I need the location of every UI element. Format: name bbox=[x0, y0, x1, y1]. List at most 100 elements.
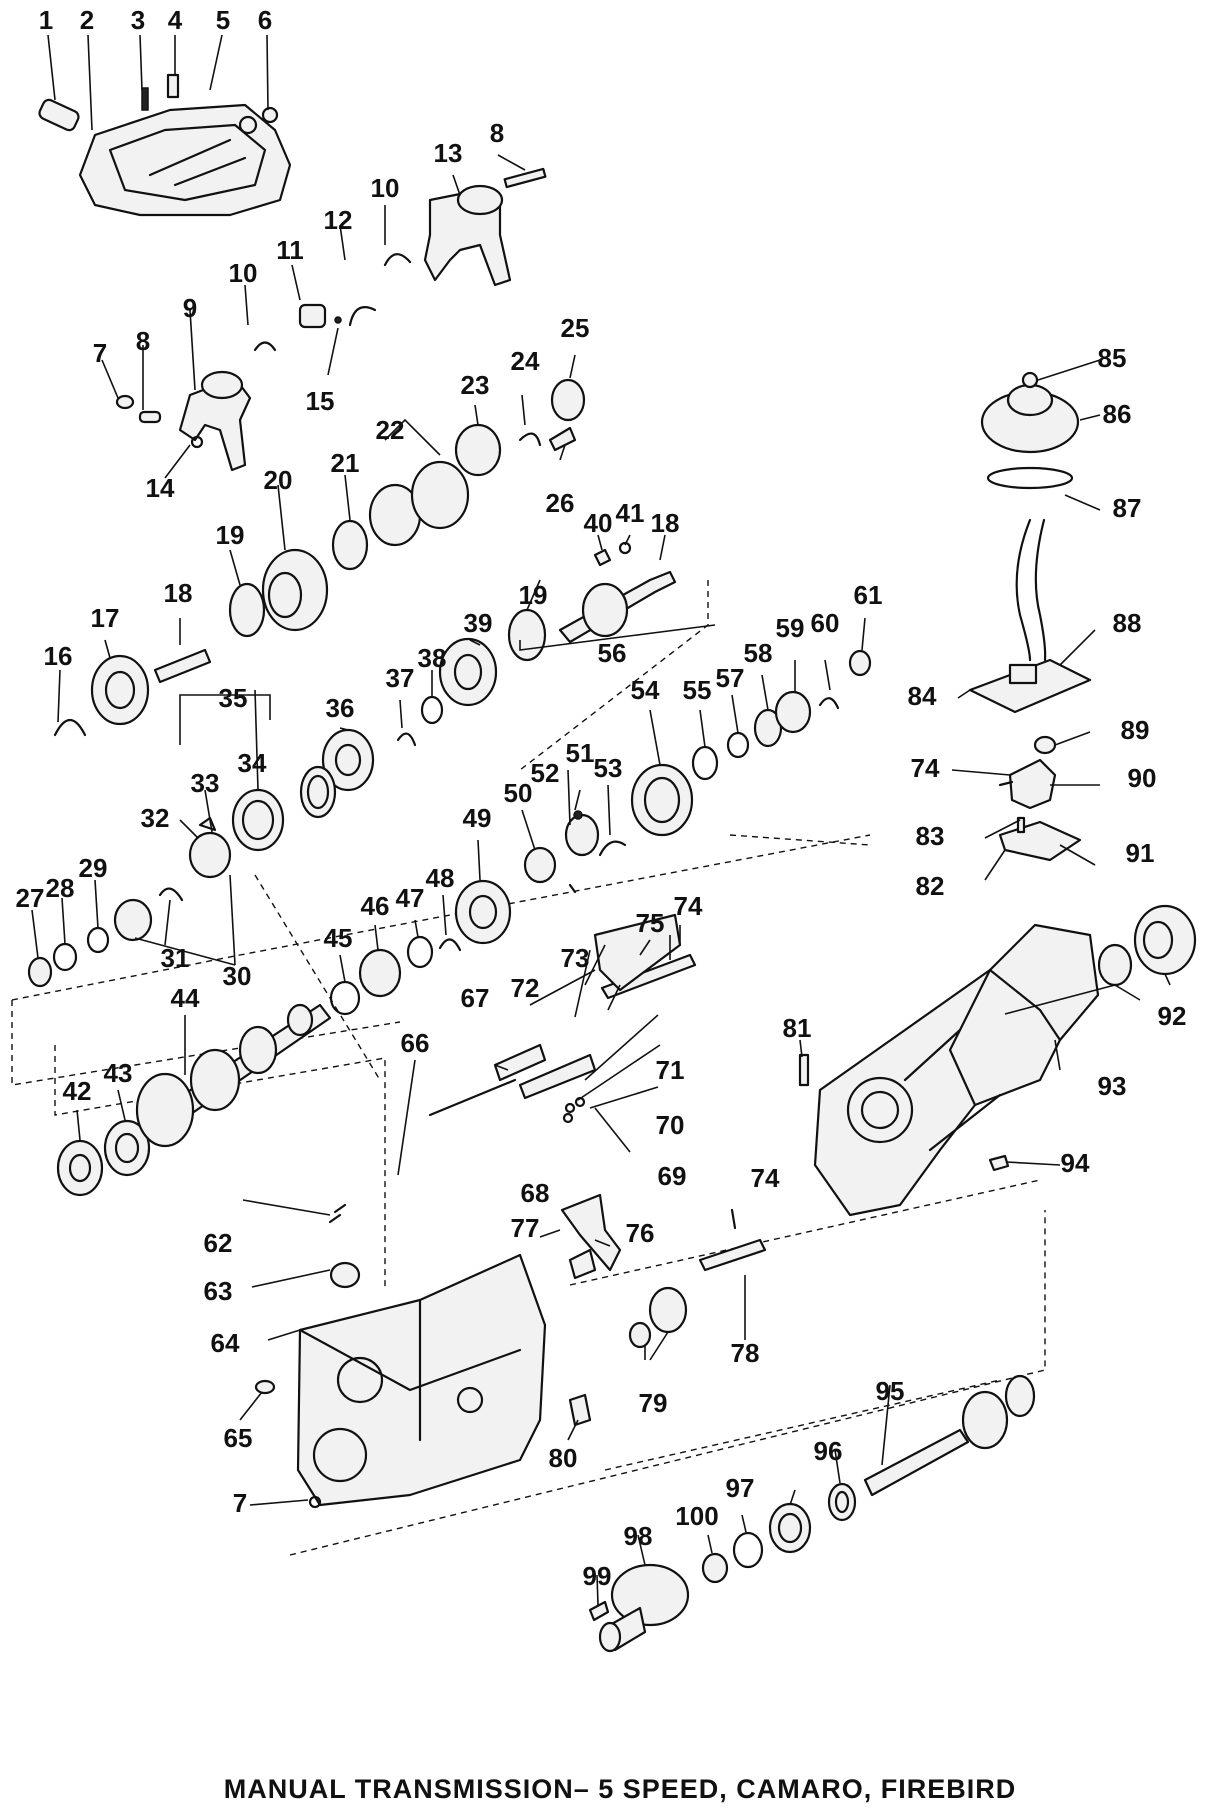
callout-33: 33 bbox=[191, 768, 220, 798]
callout-15: 15 bbox=[306, 386, 335, 416]
callout-49: 49 bbox=[463, 803, 492, 833]
callout-40: 40 bbox=[584, 508, 613, 538]
callout-6: 6 bbox=[258, 5, 272, 35]
callout-43: 43 bbox=[104, 1058, 133, 1088]
callout-46: 46 bbox=[361, 891, 390, 921]
callout-98: 98 bbox=[624, 1521, 653, 1551]
callout-61: 61 bbox=[854, 580, 883, 610]
callout-71: 71 bbox=[656, 1055, 685, 1085]
callout-44: 44 bbox=[171, 983, 200, 1013]
callout-85: 85 bbox=[1098, 343, 1127, 373]
callout-68: 68 bbox=[521, 1178, 550, 1208]
callout-14: 14 bbox=[146, 473, 175, 503]
callout-96: 96 bbox=[814, 1436, 843, 1466]
callout-18: 18 bbox=[164, 578, 193, 608]
callout-29: 29 bbox=[79, 853, 108, 883]
shifter-assembly bbox=[968, 371, 1092, 862]
callout-10: 10 bbox=[229, 258, 258, 288]
callout-36: 36 bbox=[326, 693, 355, 723]
callout-45: 45 bbox=[324, 923, 353, 953]
callout-74: 74 bbox=[674, 891, 703, 921]
callout-38: 38 bbox=[418, 643, 447, 673]
callout-50: 50 bbox=[504, 778, 533, 808]
callout-80: 80 bbox=[549, 1443, 578, 1473]
shift-cover-assembly bbox=[38, 73, 292, 217]
callout-13: 13 bbox=[434, 138, 463, 168]
callout-78: 78 bbox=[731, 1338, 760, 1368]
mainshaft-center bbox=[321, 541, 677, 792]
callout-94: 94 bbox=[1061, 1148, 1090, 1178]
callout-7: 7 bbox=[93, 338, 107, 368]
callout-82: 82 bbox=[916, 871, 945, 901]
callout-77: 77 bbox=[511, 1213, 540, 1243]
callout-25: 25 bbox=[561, 313, 590, 343]
callout-90: 90 bbox=[1128, 763, 1157, 793]
callout-9: 9 bbox=[183, 293, 197, 323]
callout-52: 52 bbox=[531, 758, 560, 788]
callout-51: 51 bbox=[566, 738, 595, 768]
callout-75: 75 bbox=[636, 908, 665, 938]
callout-48: 48 bbox=[426, 863, 455, 893]
callout-18: 18 bbox=[651, 508, 680, 538]
callout-100: 100 bbox=[675, 1501, 718, 1531]
callout-8: 8 bbox=[136, 326, 150, 356]
callout-54: 54 bbox=[631, 675, 660, 705]
transmission-case bbox=[254, 1203, 547, 1509]
callout-21: 21 bbox=[331, 448, 360, 478]
callout-88: 88 bbox=[1113, 608, 1142, 638]
callout-64: 64 bbox=[211, 1328, 240, 1358]
callout-86: 86 bbox=[1103, 399, 1132, 429]
callout-81: 81 bbox=[783, 1013, 812, 1043]
callout-42: 42 bbox=[63, 1076, 92, 1106]
callout-26: 26 bbox=[546, 488, 575, 518]
callout-97: 97 bbox=[726, 1473, 755, 1503]
callout-23: 23 bbox=[461, 370, 490, 400]
output-shaft-group bbox=[588, 1374, 1036, 1653]
callout-56: 56 bbox=[598, 638, 627, 668]
callout-69: 69 bbox=[658, 1161, 687, 1191]
callout-32: 32 bbox=[141, 803, 170, 833]
callout-3: 3 bbox=[131, 5, 145, 35]
assembly-guide-lines bbox=[11, 580, 1046, 1556]
callout-87: 87 bbox=[1113, 493, 1142, 523]
callout-leader-lines bbox=[31, 34, 1171, 1606]
callout-66: 66 bbox=[401, 1028, 430, 1058]
callout-22: 22 bbox=[376, 415, 405, 445]
shift-forks-group bbox=[115, 167, 547, 472]
countershaft-assembly bbox=[56, 649, 872, 1197]
callout-83: 83 bbox=[916, 821, 945, 851]
callout-19: 19 bbox=[216, 520, 245, 550]
callout-72: 72 bbox=[511, 973, 540, 1003]
callout-27: 27 bbox=[16, 883, 45, 913]
callout-5: 5 bbox=[216, 5, 230, 35]
callout-92: 92 bbox=[1158, 1001, 1187, 1031]
callout-11: 11 bbox=[276, 235, 304, 265]
shift-rail-group bbox=[428, 883, 767, 1427]
callout-1: 1 bbox=[39, 5, 53, 35]
callout-8: 8 bbox=[490, 118, 504, 148]
callout-34: 34 bbox=[238, 748, 267, 778]
callout-41: 41 bbox=[616, 498, 645, 528]
callout-30: 30 bbox=[223, 961, 252, 991]
callout-20: 20 bbox=[264, 465, 293, 495]
callout-4: 4 bbox=[168, 5, 183, 35]
callout-67: 67 bbox=[461, 983, 490, 1013]
callout-60: 60 bbox=[811, 608, 840, 638]
callout-70: 70 bbox=[656, 1110, 685, 1140]
callout-73: 73 bbox=[561, 943, 590, 973]
callout-16: 16 bbox=[44, 641, 73, 671]
callout-93: 93 bbox=[1098, 1071, 1127, 1101]
callout-58: 58 bbox=[744, 638, 773, 668]
callout-17: 17 bbox=[91, 603, 120, 633]
callout-35: 35 bbox=[219, 683, 248, 713]
callout-74: 74 bbox=[751, 1163, 780, 1193]
diagram-caption: MANUAL TRANSMISSION– 5 SPEED, CAMARO, FI… bbox=[224, 1774, 1017, 1804]
callout-63: 63 bbox=[204, 1276, 233, 1306]
callout-19: 19 bbox=[519, 580, 548, 610]
callout-84: 84 bbox=[908, 681, 937, 711]
callout-74: 74 bbox=[911, 753, 940, 783]
callout-10: 10 bbox=[371, 173, 400, 203]
callout-55: 55 bbox=[683, 675, 712, 705]
callout-89: 89 bbox=[1121, 715, 1150, 745]
